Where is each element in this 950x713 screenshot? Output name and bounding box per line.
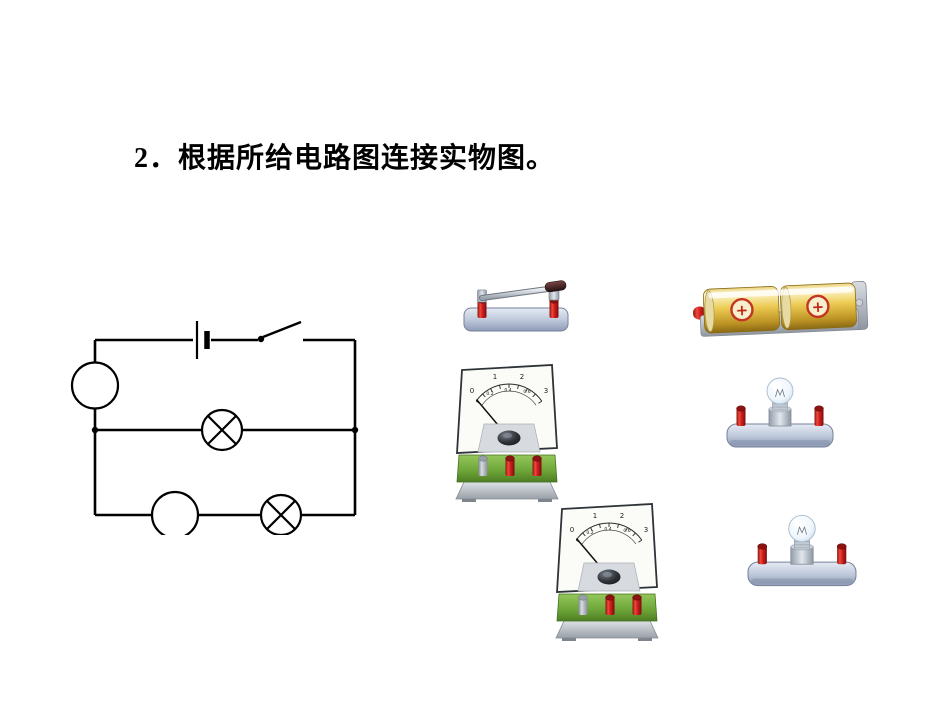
battery-symbol: [195, 321, 210, 359]
ammeter-2-image: [552, 501, 662, 641]
switch-symbol: [257, 320, 302, 343]
junction-dot-right: [351, 426, 359, 434]
lamp-symbol-2: [259, 493, 303, 535]
battery-pack: + +: [693, 281, 869, 337]
meter-circle-symbol-1: [70, 361, 120, 410]
junction-dot-left: [91, 426, 99, 434]
circuit-diagram: [70, 320, 359, 535]
battery-holder-screw: [855, 298, 864, 307]
knife-switch-image: [463, 280, 569, 332]
switch-lever: [480, 287, 550, 300]
meter-circle-symbol-2: [150, 490, 200, 535]
light-bulb-2: [748, 515, 856, 585]
battery-plus-sign-1: +: [735, 301, 748, 320]
light-bulb-1: [727, 378, 833, 447]
switch-handle: [544, 280, 567, 293]
ammeter-1-image: [452, 362, 562, 502]
knife-switch: [463, 280, 569, 332]
ammeter-1: [456, 365, 558, 502]
light-bulb-2-image: [746, 513, 858, 593]
ammeter-2: [556, 504, 658, 641]
battery-plus-sign-2: +: [811, 298, 824, 317]
light-bulb-1-image: [725, 376, 835, 454]
lamp-symbol-1: [200, 408, 244, 452]
battery-plus-badge-1: [730, 298, 754, 322]
switch-terminal-right: [549, 297, 559, 319]
battery-plus-badge-2: [806, 294, 830, 319]
slide-title: 2．根据所给电路图连接实物图。: [134, 143, 556, 174]
battery-pack-image: + +: [693, 281, 869, 337]
